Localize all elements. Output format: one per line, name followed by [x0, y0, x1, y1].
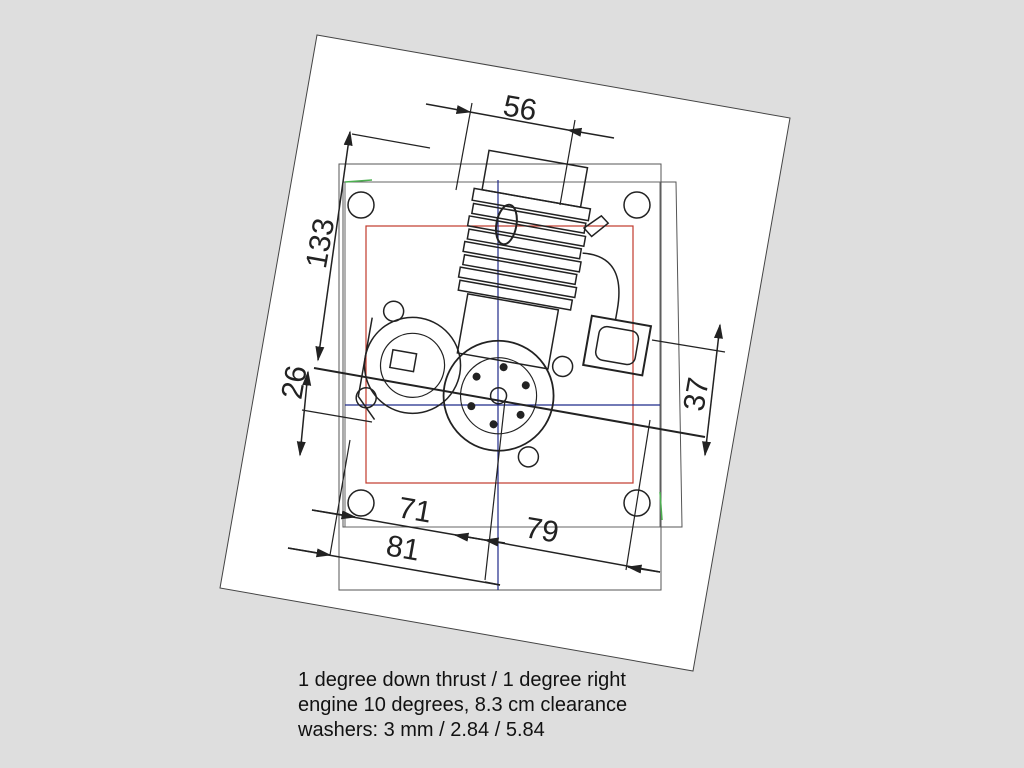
dim-56: 56 — [425, 89, 615, 206]
notes-caption: 1 degree down thrust / 1 degree right en… — [298, 668, 627, 743]
dim-79-label: 79 — [523, 511, 562, 549]
dim-37: 37 — [651, 323, 726, 457]
dim-56-label: 56 — [501, 89, 540, 127]
corner-hole-bl — [347, 489, 375, 517]
ext-line-center — [484, 399, 506, 581]
outer-frame — [338, 163, 662, 591]
ext-line-left — [329, 439, 351, 556]
dim-81-label: 81 — [384, 529, 423, 567]
corner-hole-br — [623, 489, 651, 517]
dim-79: 79 — [483, 511, 661, 574]
dim-81: 81 — [287, 529, 501, 586]
thrust-axis-line — [313, 367, 706, 438]
dim-26: 26 — [275, 363, 373, 457]
note-line-3: washers: 3 mm / 2.84 / 5.84 — [298, 719, 545, 741]
dim-26-label: 26 — [275, 363, 313, 402]
dim-71-label: 71 — [396, 491, 435, 529]
green-mark-br — [659, 491, 663, 521]
ext-line-right — [625, 419, 651, 571]
paper-sheet — [219, 34, 791, 672]
note-line-2: engine 10 degrees, 8.3 cm clearance — [298, 694, 628, 716]
engine-illustration — [355, 149, 653, 468]
corner-hole-tr — [623, 191, 651, 219]
dim-37-label: 37 — [677, 375, 715, 414]
note-line-1: 1 degree down thrust / 1 degree right — [298, 669, 626, 691]
dim-71: 71 — [311, 491, 486, 542]
